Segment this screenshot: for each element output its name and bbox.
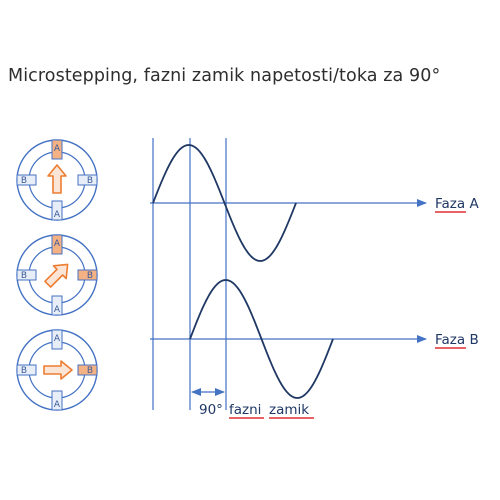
phase-b-label: Faza B xyxy=(435,332,479,348)
pole-label-b-right: B xyxy=(87,176,93,186)
pole-label-b-left: B xyxy=(21,176,27,186)
motor-icon-step-1: A A B B xyxy=(16,139,98,221)
waveform-phase-a xyxy=(152,144,297,262)
diagram-title: Microstepping, fazni zamik napetosti/tok… xyxy=(8,66,441,86)
phase-shift-word-zamik: zamik xyxy=(269,402,309,418)
rotor-arrow-diagonal xyxy=(44,263,69,288)
phase-shift-degrees: 90° xyxy=(199,402,223,418)
pole-label-a-top: A xyxy=(54,239,61,249)
pole-label-a-bottom: A xyxy=(54,400,61,410)
waveform-phase-b xyxy=(189,279,334,399)
pole-label-a-bottom: A xyxy=(54,305,61,315)
pole-label-b-left: B xyxy=(21,271,27,281)
pole-label-a-top: A xyxy=(54,334,61,344)
phase-a-label: Faza A xyxy=(435,196,479,212)
pole-label-b-right: B xyxy=(87,271,93,281)
pole-label-a-bottom: A xyxy=(54,210,61,220)
rotor-arrow-right xyxy=(43,360,73,380)
pole-label-a-top: A xyxy=(54,144,61,154)
rotor-arrow-up xyxy=(47,164,67,194)
phase-shift-word-fazni: fazni xyxy=(229,402,261,418)
motor-icon-step-3: A A B B xyxy=(16,329,98,411)
pole-label-b-right: B xyxy=(87,366,93,376)
motor-icon-step-2: A A B B xyxy=(16,234,98,316)
pole-label-b-left: B xyxy=(21,366,27,376)
